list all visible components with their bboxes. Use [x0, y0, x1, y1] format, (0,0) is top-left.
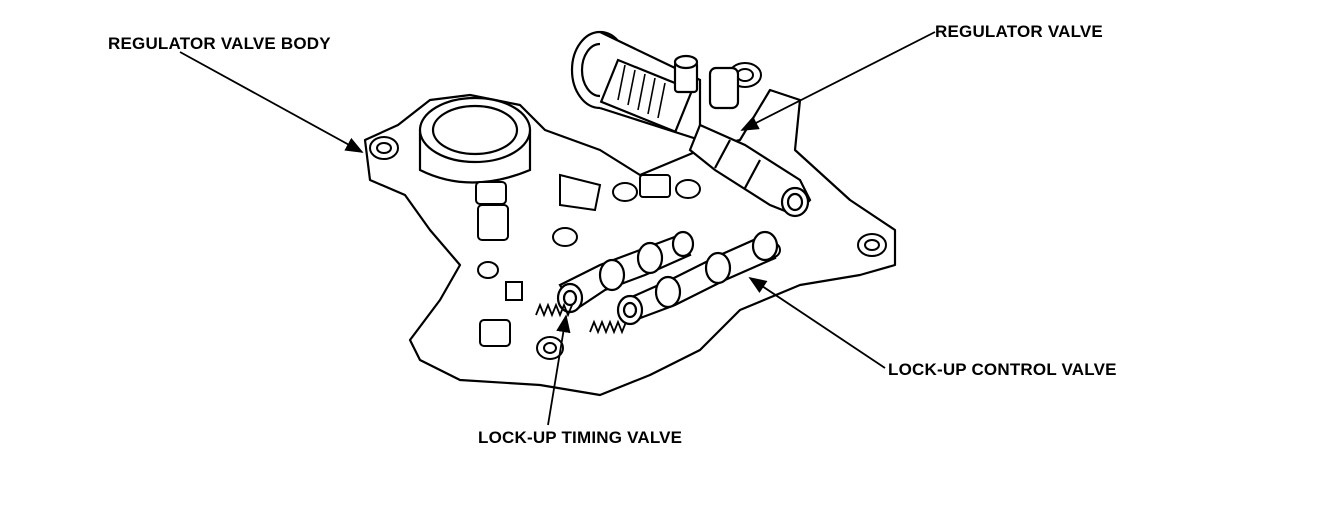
label-lock-up-timing-valve: LOCK-UP TIMING VALVE: [478, 428, 683, 447]
regulator-valve-spool: [688, 123, 812, 218]
label-regulator-valve: REGULATOR VALVE: [935, 22, 1103, 41]
regulator-valve-assembly: [570, 30, 740, 142]
left-blocks: [475, 173, 671, 347]
lock-up-timing-valve-spool: [556, 230, 695, 314]
label-lock-up-control-valve: LOCK-UP CONTROL VALVE: [888, 360, 1117, 379]
accumulator-boss: [418, 96, 532, 184]
springs: [535, 302, 627, 335]
label-regulator-valve-body: REGULATOR VALVE BODY: [108, 34, 331, 53]
lock-up-control-valve-spool: [616, 230, 779, 326]
leader-lines: [179, 31, 936, 426]
